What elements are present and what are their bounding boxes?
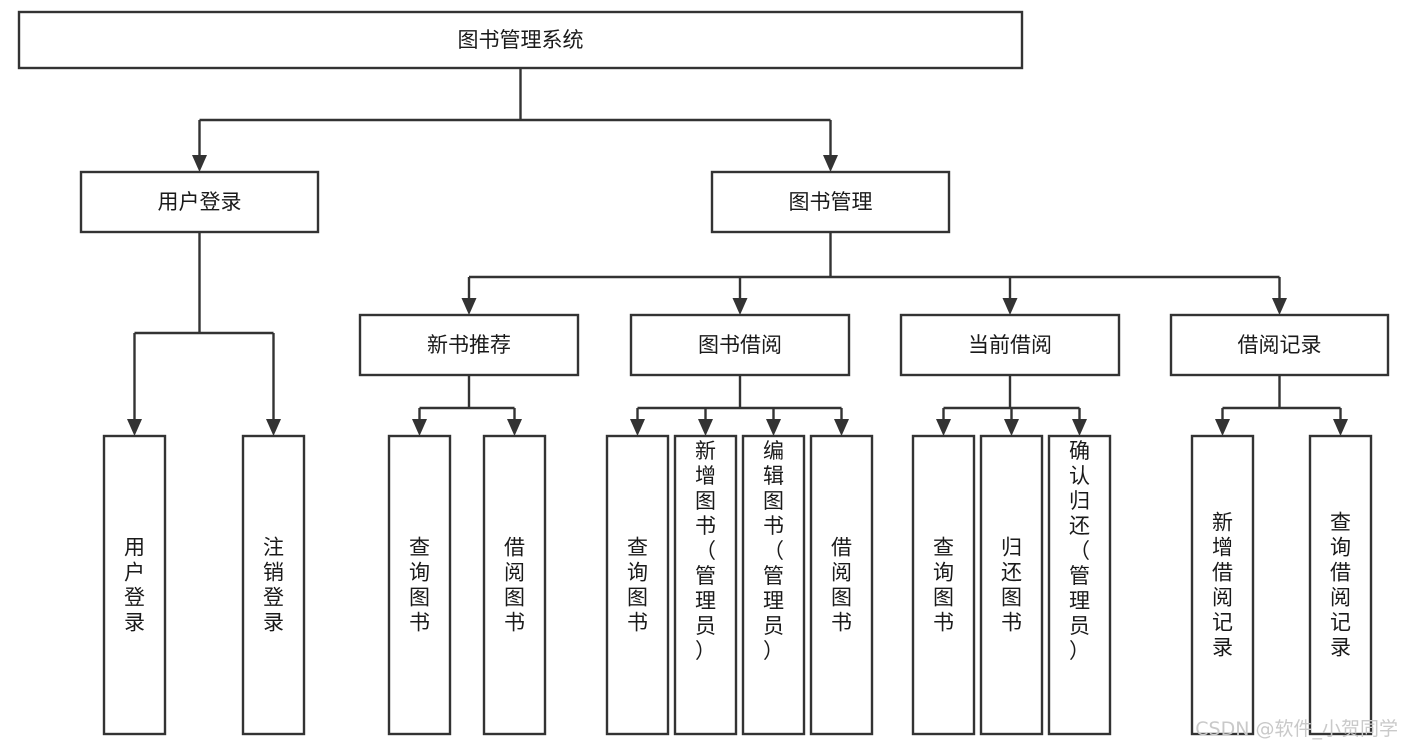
root-node[interactable]: 图书管理系统	[17, 10, 1024, 70]
csdn-watermark: CSDN @软件_小贺同学	[1195, 718, 1398, 740]
level2-box[interactable]	[1169, 313, 1390, 377]
leaf-box[interactable]	[1047, 434, 1112, 736]
level2-box[interactable]	[899, 313, 1121, 377]
leaf-box[interactable]	[673, 434, 738, 736]
leaf-label: 查询图书	[627, 536, 648, 635]
nodes-layer: 图书管理系统用户登录图书管理新书推荐图书借阅当前借阅借阅记录用户登录注销登录查询…	[17, 10, 1390, 736]
level1-label: 图书管理	[789, 190, 873, 214]
arrow-head-icon	[823, 155, 838, 172]
level1-box[interactable]	[710, 170, 951, 234]
leaf-node[interactable]: 归还图书	[979, 434, 1044, 736]
level2-label: 当前借阅	[968, 333, 1052, 357]
level2-node[interactable]: 当前借阅	[899, 313, 1121, 377]
leaf-box[interactable]	[387, 434, 452, 736]
arrow-head-icon	[630, 419, 645, 436]
level1-box[interactable]	[79, 170, 320, 234]
arrow-head-icon	[1215, 419, 1230, 436]
leaf-label: 新增借阅记录	[1212, 511, 1233, 660]
leaf-node[interactable]: 借阅图书	[809, 434, 874, 736]
leaf-box[interactable]	[102, 434, 167, 736]
arrow-head-icon	[1072, 419, 1087, 436]
arrow-head-icon	[834, 419, 849, 436]
leaf-label: 查询借阅记录	[1330, 511, 1351, 660]
arrow-head-icon	[698, 419, 713, 436]
level2-label: 借阅记录	[1238, 333, 1322, 357]
leaf-label: 借阅图书	[504, 536, 525, 635]
root-box[interactable]	[17, 10, 1024, 70]
leaf-label: 编辑图书（管理员）	[763, 439, 784, 663]
leaf-box[interactable]	[1308, 434, 1373, 736]
leaf-box[interactable]	[482, 434, 547, 736]
level2-node[interactable]: 新书推荐	[358, 313, 580, 377]
arrow-head-icon	[1002, 298, 1018, 315]
arrow-head-icon	[192, 155, 207, 172]
arrow-head-icon	[127, 419, 142, 436]
arrow-head-icon	[936, 419, 951, 436]
leaf-label: 注销登录	[263, 536, 284, 635]
leaf-node[interactable]: 编辑图书（管理员）	[741, 434, 806, 736]
leaf-label: 查询图书	[933, 536, 954, 635]
leaf-node[interactable]: 新增图书（管理员）	[673, 434, 738, 736]
leaf-node[interactable]: 确认归还（管理员）	[1047, 434, 1112, 736]
connectors-layer	[127, 68, 1348, 436]
leaf-label: 借阅图书	[831, 536, 852, 635]
leaf-node[interactable]: 查询图书	[387, 434, 452, 736]
level1-label: 用户登录	[158, 190, 242, 214]
leaf-node[interactable]: 借阅图书	[482, 434, 547, 736]
level1-node[interactable]: 用户登录	[79, 170, 320, 234]
leaf-box[interactable]	[741, 434, 806, 736]
arrow-head-icon	[1333, 419, 1348, 436]
leaf-label: 确认归还（管理员）	[1069, 439, 1090, 663]
arrow-head-icon	[507, 419, 522, 436]
leaf-box[interactable]	[911, 434, 976, 736]
arrow-head-icon	[412, 419, 427, 436]
leaf-label: 新增图书（管理员）	[695, 439, 716, 663]
leaf-label: 查询图书	[409, 536, 430, 635]
leaf-label: 用户登录	[124, 536, 145, 635]
level1-node[interactable]: 图书管理	[710, 170, 951, 234]
leaf-label: 归还图书	[1001, 536, 1022, 635]
level2-node[interactable]: 图书借阅	[629, 313, 851, 377]
level2-node[interactable]: 借阅记录	[1169, 313, 1390, 377]
level2-box[interactable]	[629, 313, 851, 377]
arrow-head-icon	[1004, 419, 1019, 436]
level2-box[interactable]	[358, 313, 580, 377]
root-label: 图书管理系统	[458, 28, 584, 52]
leaf-box[interactable]	[1190, 434, 1255, 736]
arrow-head-icon	[1272, 298, 1287, 315]
arrow-head-icon	[732, 298, 748, 315]
leaf-node[interactable]: 用户登录	[102, 434, 167, 736]
leaf-box[interactable]	[809, 434, 874, 736]
arrow-head-icon	[766, 419, 781, 436]
leaf-box[interactable]	[979, 434, 1044, 736]
leaf-box[interactable]	[605, 434, 670, 736]
leaf-node[interactable]: 查询图书	[911, 434, 976, 736]
leaf-node[interactable]: 查询图书	[605, 434, 670, 736]
arrow-head-icon	[461, 298, 477, 315]
leaf-node[interactable]: 新增借阅记录	[1190, 434, 1255, 736]
leaf-node[interactable]: 注销登录	[241, 434, 306, 736]
leaf-box[interactable]	[241, 434, 306, 736]
arrow-head-icon	[266, 419, 281, 436]
level2-label: 图书借阅	[698, 333, 782, 357]
leaf-node[interactable]: 查询借阅记录	[1308, 434, 1373, 736]
level2-label: 新书推荐	[427, 333, 511, 357]
